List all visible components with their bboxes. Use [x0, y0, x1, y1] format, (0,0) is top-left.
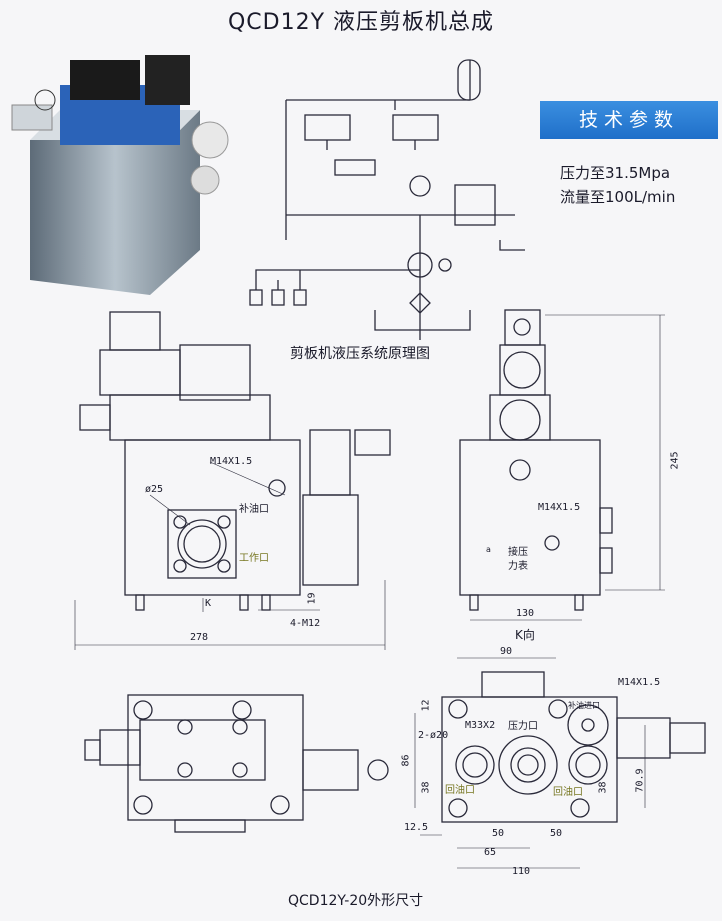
dim-86: 86: [400, 754, 412, 767]
dim-70-9: 70.9: [634, 768, 646, 793]
bolts-label: 4-M12: [290, 618, 321, 629]
k-view-caption: K向: [515, 628, 535, 642]
fill-port-label: 补油口: [239, 504, 269, 515]
work-port-label: 工作口: [239, 553, 269, 564]
dim-90: 90: [500, 646, 513, 657]
k-arrow-label: K: [205, 598, 212, 609]
gauge-marker: a: [486, 545, 491, 554]
fill-inlet-label: 补油进口: [568, 701, 600, 710]
dim-50-b: 50: [550, 828, 563, 839]
dim-50-a: 50: [492, 828, 505, 839]
pressure-port-label: 压力口: [508, 721, 538, 732]
bottom-caption: QCD12Y-20外形尺寸: [288, 893, 424, 909]
param-pressure: 压力至31.5Mpa: [560, 164, 671, 182]
return-port-right: 回油口: [553, 787, 583, 798]
front-width: 278: [190, 632, 209, 643]
m33-label: M33X2: [465, 720, 496, 731]
dim-38-left: 38: [420, 781, 432, 794]
dim-12: 12: [420, 699, 432, 712]
dim-19: 19: [306, 592, 318, 605]
k-view: [459, 309, 613, 611]
return-port-left: 回油口: [445, 785, 475, 796]
param-flow: 流量至100L/min: [560, 188, 676, 206]
dim-110: 110: [512, 866, 531, 877]
dim-12-5: 12.5: [404, 822, 429, 833]
top-view: [84, 694, 389, 833]
dim-65: 65: [484, 847, 497, 858]
gauge-port-label-1: 接压: [508, 547, 528, 558]
front-dia-label: ø25: [145, 484, 164, 495]
front-view: [79, 311, 391, 611]
schematic-caption: 剪板机液压系统原理图: [290, 346, 430, 362]
gauge-port-label-2: 力表: [508, 561, 528, 572]
port-view: [441, 671, 706, 823]
product-photo: [11, 55, 229, 295]
page-title: QCD12Y 液压剪板机总成: [227, 10, 495, 35]
port-thread-label: M14X1.5: [618, 677, 661, 688]
k-height: 245: [669, 451, 681, 470]
front-thread-label: M14X1.5: [210, 456, 253, 467]
tech-params-heading: 技术参数: [540, 101, 718, 139]
k-width: 130: [516, 608, 535, 619]
k-thread-label: M14X1.5: [538, 502, 581, 513]
dim-38-right: 38: [597, 781, 609, 794]
holes-label: 2-ø20: [418, 730, 449, 741]
